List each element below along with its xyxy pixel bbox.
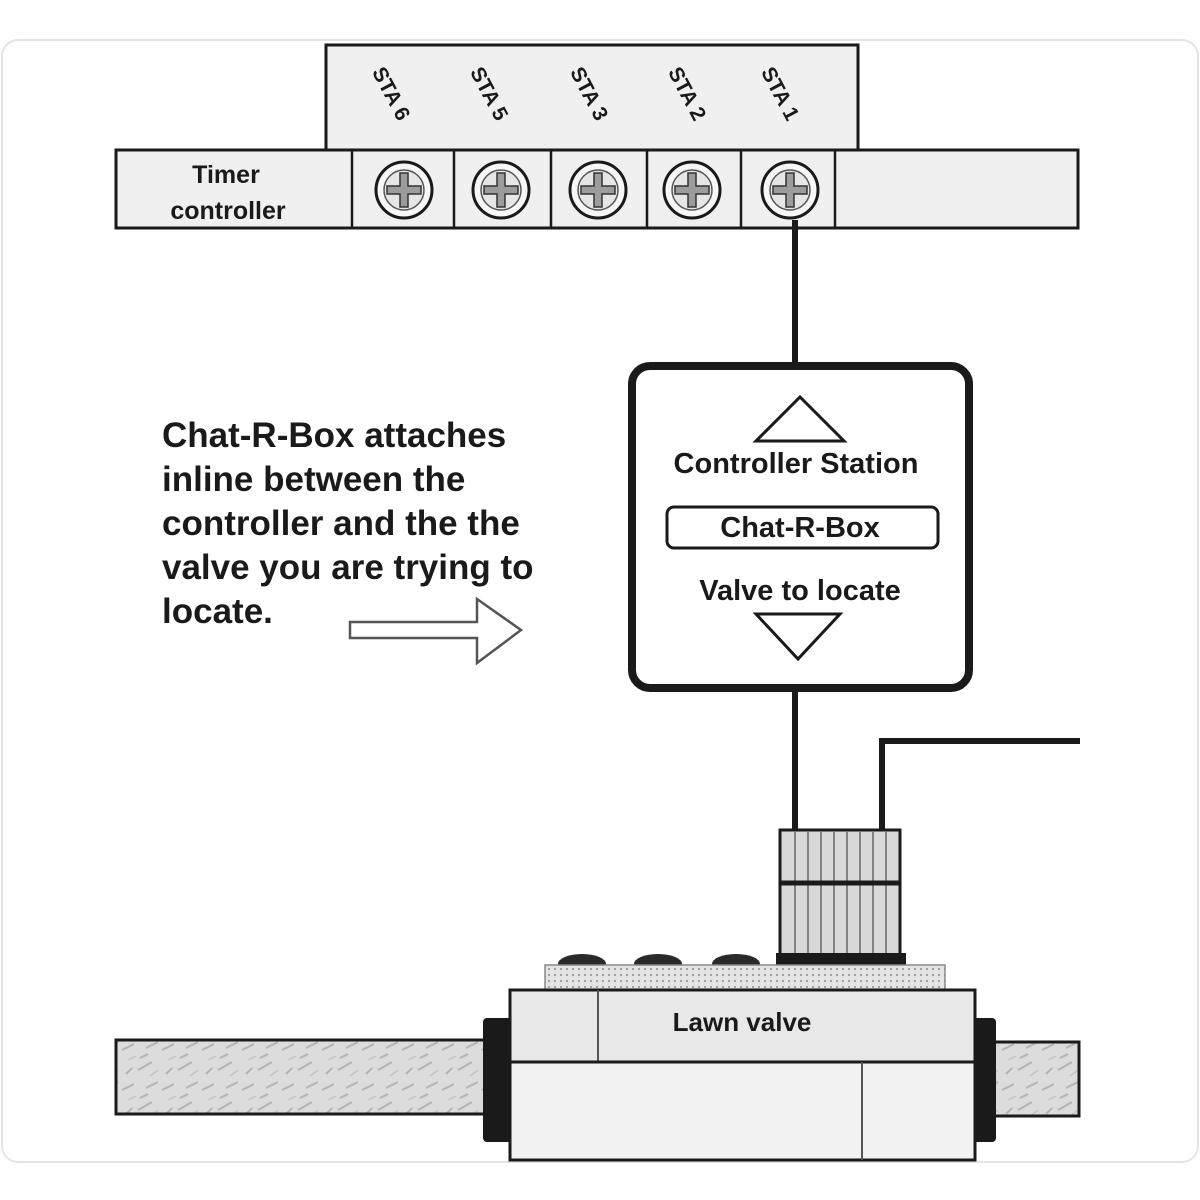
- chat-r-box: Controller Station Chat-R-Box Valve to l…: [628, 362, 973, 692]
- controller-station-label: Controller Station: [674, 448, 919, 480]
- lawn-valve: Lawn valve: [114, 828, 1081, 1162]
- solenoid-body: [778, 828, 902, 960]
- up-triangle-icon: [752, 394, 848, 443]
- screw-terminal-icon: [662, 160, 722, 220]
- outlet-pipe: [990, 1040, 1081, 1118]
- valve-to-locate-label: Valve to locate: [699, 575, 901, 607]
- inlet-fitting: [483, 1018, 513, 1142]
- solenoid-base: [776, 953, 906, 967]
- screw-terminal-icon: [760, 160, 820, 220]
- solenoid-grooves: [794, 832, 887, 956]
- wires: [792, 220, 1080, 832]
- wire-common: [879, 738, 1080, 832]
- description-line: Chat-R-Box attaches: [162, 416, 506, 455]
- timer-controller: Timer controller STA 6 STA 5 STA 3 STA 2…: [114, 43, 1080, 230]
- screw-terminal-icon: [471, 160, 531, 220]
- description-line: locate.: [162, 592, 273, 631]
- valve-upper-body: [508, 988, 977, 1064]
- screw-terminal-icon: [374, 160, 434, 220]
- description-line: valve you are trying to: [162, 548, 534, 587]
- right-arrow-icon: [348, 596, 524, 666]
- down-triangle-icon: [752, 612, 844, 662]
- chat-r-box-name: Chat-R-Box: [720, 512, 880, 544]
- terminal-screws: [374, 160, 820, 220]
- description: Chat-R-Box attaches inline between the c…: [162, 416, 534, 666]
- valve-bonnet: [544, 964, 946, 991]
- controller-label-line1: Timer: [192, 161, 260, 189]
- screw-terminal-icon: [568, 160, 628, 220]
- controller-label-line2: controller: [170, 197, 286, 225]
- terminal-dividers: [350, 150, 837, 228]
- chat-r-box-name-plate: [665, 505, 940, 550]
- inlet-pipe: [114, 1038, 494, 1116]
- description-line: inline between the: [162, 460, 465, 499]
- lawn-valve-label: Lawn valve: [673, 1007, 812, 1037]
- description-line: controller and the the: [162, 504, 520, 543]
- valve-lower-body: [508, 1060, 977, 1162]
